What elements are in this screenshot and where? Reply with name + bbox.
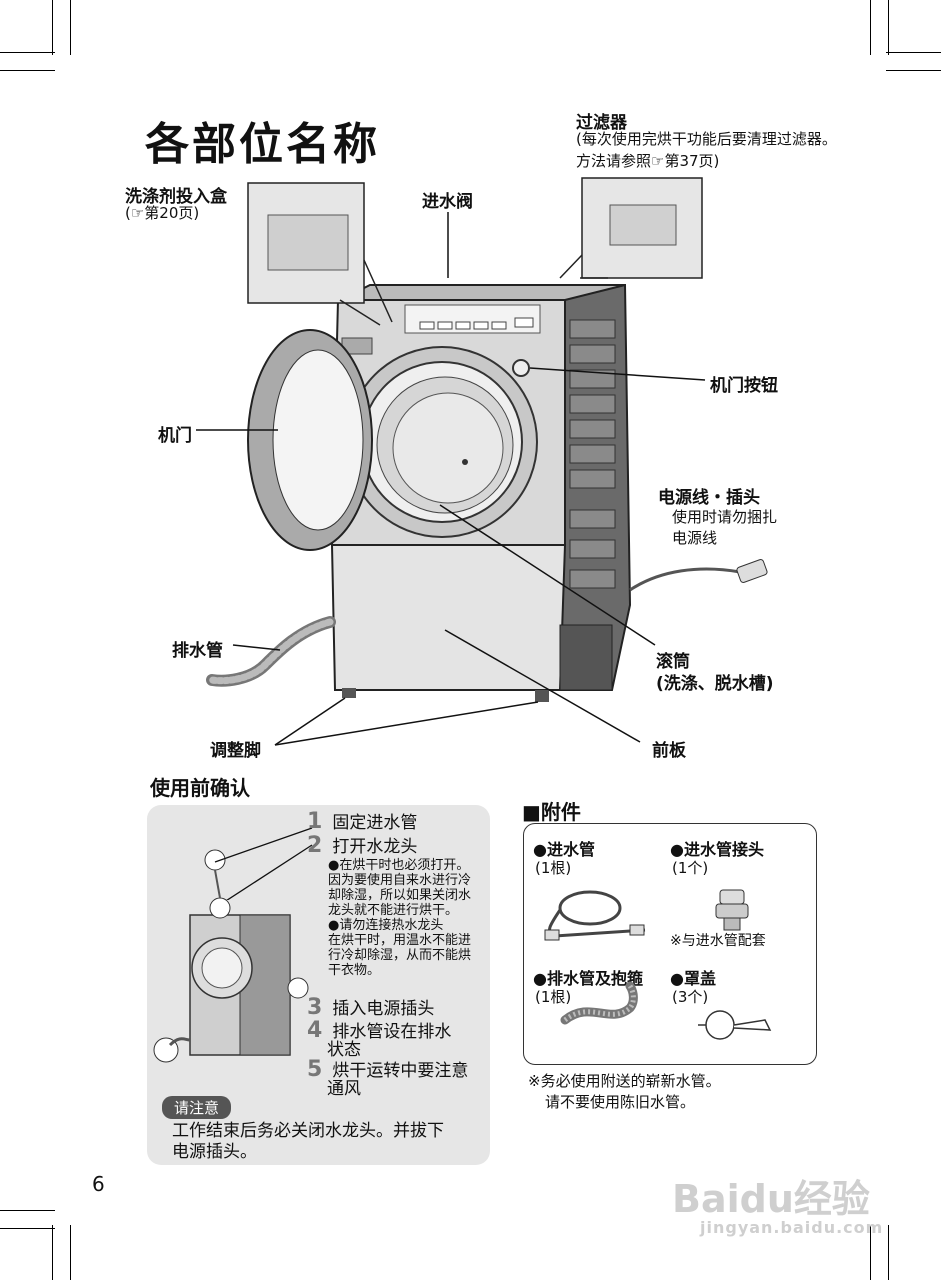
step-4-text: 排水管设在排水 [332, 1022, 452, 1042]
small-washer-illustration [153, 849, 309, 1063]
caution-badge: 请注意 [162, 1096, 232, 1119]
crop-mark [52, 0, 53, 55]
crop-mark [888, 1225, 889, 1280]
caution-text-2: 电源插头。 [172, 1142, 257, 1162]
acc-drain-hose-name: ●排水管及抱箍 [533, 969, 643, 988]
note-line: 行冷却除湿，从而不能烘 [328, 948, 472, 963]
acc-drain-hose-qty: (1根) [535, 988, 572, 1006]
label-drum: 滚筒 [656, 652, 690, 672]
label-power-cord: 电源线・插头 [658, 488, 760, 508]
crop-mark [886, 70, 941, 71]
label-adjust-feet: 调整脚 [210, 741, 261, 761]
crop-mark [70, 1225, 71, 1280]
step-4: 4 排水管设在排水 [307, 1018, 452, 1043]
label-power-cord-note-2: 电源线 [672, 529, 718, 547]
step-5: 5 烘干运转中要注意 [307, 1057, 469, 1082]
page-title: 各部位名称 [145, 119, 380, 170]
step-5-text-2: 通风 [327, 1079, 361, 1099]
label-filter-note-2: 方法请参照☞第37页) [576, 152, 720, 170]
page-number: 6 [92, 1172, 105, 1196]
step-1-number: 1 [307, 809, 323, 834]
note-line: ●在烘干时也必须打开。 [328, 858, 470, 873]
label-front-panel: 前板 [652, 741, 686, 761]
accessories-footnote-1: ※务必使用附送的崭新水管。 [528, 1072, 721, 1090]
label-filter-note-1: (每次使用完烘干功能后要清理过滤器。 [576, 130, 837, 148]
crop-mark [0, 70, 55, 71]
step-2-number: 2 [307, 833, 323, 858]
step-4-text-2: 状态 [327, 1040, 361, 1060]
acc-hose-connector-name: ●进水管接头 [670, 840, 764, 859]
note-line: ●请勿连接热水龙头 [328, 918, 444, 933]
step-pointer-lines [214, 827, 313, 900]
step-2: 2 打开水龙头 [307, 833, 418, 858]
label-detergent-box: 洗涤剂投入盒 [125, 187, 227, 207]
note-line: 却除湿，所以如果关闭水 [328, 888, 472, 903]
accessory-drawings [544, 889, 772, 1040]
crop-mark [70, 0, 71, 55]
label-door-button: 机门按钮 [710, 376, 778, 396]
acc-inlet-hose-qty: (1根) [535, 859, 572, 877]
step-5-text: 烘干运转中要注意 [332, 1061, 469, 1081]
note-line: 因为要使用自来水进行冷 [328, 873, 472, 888]
step-5-number: 5 [307, 1057, 323, 1082]
label-detergent-box-ref: (☞第20页) [125, 204, 200, 222]
label-power-cord-note-1: 使用时请勿捆扎 [672, 508, 778, 526]
step-3-number: 3 [307, 995, 323, 1020]
caution-text-1: 工作结束后务必关闭水龙头。并拔下 [172, 1121, 444, 1141]
watermark-brand: Baidu经验 [672, 1177, 870, 1221]
step-2-text: 打开水龙头 [332, 837, 418, 857]
watermark-url: jingyan.baidu.com [700, 1218, 884, 1237]
crop-mark [0, 52, 55, 53]
label-drain-hose: 排水管 [172, 641, 223, 661]
label-door: 机门 [158, 426, 192, 446]
note-line: 在烘干时，用温水不能进 [328, 933, 472, 948]
note-line: 干衣物。 [328, 963, 381, 978]
crop-mark [52, 1225, 53, 1280]
label-drum-note: (洗涤、脱水槽) [656, 674, 774, 694]
check-section-heading: 使用前确认 [150, 776, 250, 800]
step-1-text: 固定进水管 [332, 813, 418, 833]
step-2-notes: ●在烘干时也必须打开。 因为要使用自来水进行冷 却除湿，所以如果关闭水 龙头就不… [328, 858, 471, 978]
acc-cap-qty: (3个) [672, 988, 709, 1006]
note-line: 龙头就不能进行烘干。 [328, 903, 459, 918]
crop-mark [888, 0, 889, 55]
crop-mark [870, 1225, 871, 1280]
accessories-footnote-2: 请不要使用陈旧水管。 [545, 1093, 696, 1111]
washer-illustration [196, 177, 768, 746]
acc-hose-connector-qty: (1个) [672, 859, 709, 877]
acc-hose-connector-note: ※与进水管配套 [670, 933, 766, 949]
step-4-number: 4 [307, 1018, 323, 1043]
crop-mark [0, 1228, 55, 1229]
step-1: 1 固定进水管 [307, 809, 418, 834]
label-filter: 过滤器 [576, 113, 627, 133]
crop-mark [886, 52, 941, 53]
acc-cap-name: ●罩盖 [670, 969, 716, 988]
crop-mark [0, 1210, 55, 1211]
step-3: 3 插入电源插头 [307, 995, 435, 1020]
label-inlet-valve: 进水阀 [422, 192, 473, 212]
step-3-text: 插入电源插头 [332, 999, 435, 1019]
acc-inlet-hose-name: ●进水管 [533, 840, 595, 859]
crop-mark [870, 0, 871, 55]
accessories-heading: ■附件 [522, 800, 581, 824]
